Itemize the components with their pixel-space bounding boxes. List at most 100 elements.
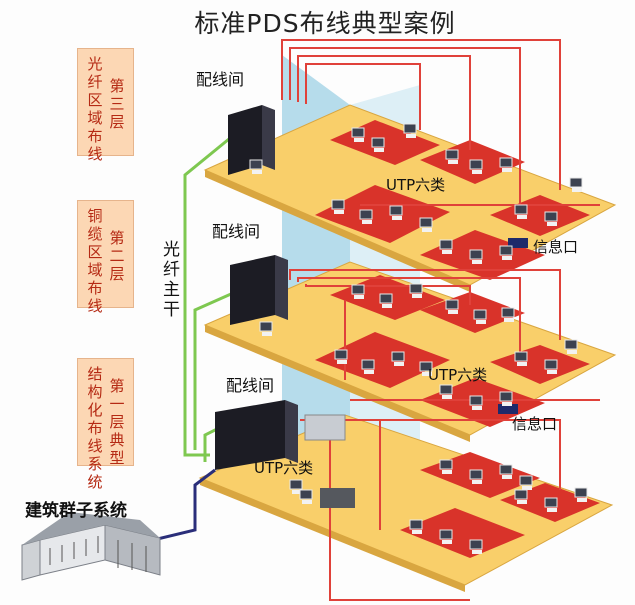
workstation-monitor — [409, 519, 423, 530]
workstation-keyboard — [517, 500, 527, 504]
sidebar-box-floor-3: 光纤区域布线 第三层 — [77, 48, 134, 163]
sidebar-box-floor-1: 结构化布线系统 第一层典型 — [77, 358, 134, 491]
info-outlet-floor-2 — [498, 404, 518, 414]
sidebar-floor-2-floor: 第二层 — [109, 229, 125, 283]
workstation-keyboard — [422, 228, 432, 232]
workstation-keyboard — [504, 318, 514, 322]
workstation-keyboard — [394, 362, 404, 366]
info-outlet-label-floor-2: 信息口 — [512, 415, 558, 433]
workstation-monitor — [469, 539, 483, 550]
workstation-monitor — [389, 205, 403, 216]
workstation-monitor — [445, 149, 459, 160]
workstation-keyboard — [334, 210, 344, 214]
workstation-monitor — [469, 469, 483, 480]
sidebar-floor-3-floor: 第三层 — [109, 77, 125, 131]
floor-2-edge — [205, 325, 470, 442]
workstation-monitor — [574, 487, 588, 498]
workstation-monitor — [419, 361, 433, 372]
floor-1-zone-b — [400, 508, 525, 558]
rack-floor-1 — [215, 400, 355, 508]
workstation-keyboard — [302, 500, 312, 504]
workstation-monitor — [544, 359, 558, 370]
workstation-keyboard — [354, 138, 364, 142]
sidebar-floor-1-main: 结构化布线系统 — [87, 365, 103, 491]
workstation-monitor — [544, 497, 558, 508]
workstation-monitor — [445, 299, 459, 310]
workstation-keyboard — [522, 486, 532, 490]
workstation-keyboard — [567, 350, 577, 354]
workstation-monitor — [334, 349, 348, 360]
workstation-keyboard — [517, 362, 527, 366]
workstation-monitor — [499, 464, 513, 475]
workstation-monitor — [259, 321, 273, 332]
floor-3-zone-b — [315, 185, 450, 243]
workstation-keyboard — [572, 188, 582, 192]
utp-label-floor-3: UTP六类 — [386, 176, 446, 194]
horizontal-cabling — [281, 39, 600, 601]
workstation-keyboard — [502, 475, 512, 479]
workstation-keyboard — [374, 148, 384, 152]
workstation-keyboard — [412, 530, 422, 534]
workstation-monitor — [361, 359, 375, 370]
workstation-monitor — [514, 204, 528, 215]
workstation-monitor — [544, 211, 558, 222]
workstation-monitor — [289, 479, 303, 490]
workstation-keyboard — [547, 508, 557, 512]
workstation-keyboard — [442, 250, 452, 254]
sidebar-floor-3-main: 光纤区域布线 — [87, 55, 103, 163]
workstation-keyboard — [577, 498, 587, 502]
workstation-monitor — [409, 283, 423, 294]
workstation-keyboard — [412, 294, 422, 298]
workstation-monitor — [351, 127, 365, 138]
workstation-keyboard — [476, 320, 486, 324]
workstation-keyboard — [364, 370, 374, 374]
workstation-keyboard — [547, 370, 557, 374]
workstation-keyboard — [262, 332, 272, 336]
workstation-keyboard — [382, 304, 392, 308]
workstation-monitor — [469, 249, 483, 260]
workstation-keyboard — [292, 490, 302, 494]
workstation-keyboard — [392, 216, 402, 220]
floor-2-zone-b — [315, 332, 450, 388]
sidebar-floor-1-floor: 第一层典型 — [109, 377, 125, 467]
workstation-keyboard — [252, 170, 262, 174]
workstation-monitor — [439, 529, 453, 540]
utp-label-floor-2: UTP六类 — [428, 366, 488, 384]
workstation-monitor — [391, 351, 405, 362]
workstation-monitor — [519, 475, 533, 486]
rack-floor-3 — [228, 105, 275, 175]
building-group-icon — [21, 512, 161, 581]
workstation-keyboard — [502, 168, 512, 172]
workstation-keyboard — [502, 402, 512, 406]
info-outlet-label-floor-3: 信息口 — [533, 238, 579, 256]
workstation-monitor — [569, 177, 583, 188]
workstation-keyboard — [502, 256, 512, 260]
workstation-keyboard — [362, 220, 372, 224]
utp-label-floor-1: UTP六类 — [254, 459, 314, 477]
workstation-keyboard — [406, 134, 416, 138]
workstation-monitor — [473, 309, 487, 320]
workstation-keyboard — [422, 372, 432, 376]
workstation-keyboard — [517, 215, 527, 219]
workstation-monitor — [351, 284, 365, 295]
sidebar-floor-2-main: 铜缆区域布线 — [87, 207, 103, 315]
workstation-monitor — [499, 245, 513, 256]
workstation-monitor — [469, 395, 483, 406]
info-outlet-floor-3 — [508, 238, 528, 248]
workstation-keyboard — [448, 310, 458, 314]
workstation-keyboard — [442, 470, 452, 474]
rack-floor-2 — [230, 255, 288, 325]
workstation-keyboard — [337, 360, 347, 364]
workstations — [249, 123, 588, 554]
workstation-keyboard — [442, 540, 452, 544]
workstation-monitor — [249, 159, 263, 170]
workstation-keyboard — [472, 480, 482, 484]
workstation-monitor — [439, 459, 453, 470]
workstation-monitor — [439, 239, 453, 250]
wiring-room-label-floor-1: 配线间 — [226, 376, 275, 395]
workstation-keyboard — [472, 170, 482, 174]
workstation-monitor — [514, 489, 528, 500]
workstation-monitor — [514, 351, 528, 362]
